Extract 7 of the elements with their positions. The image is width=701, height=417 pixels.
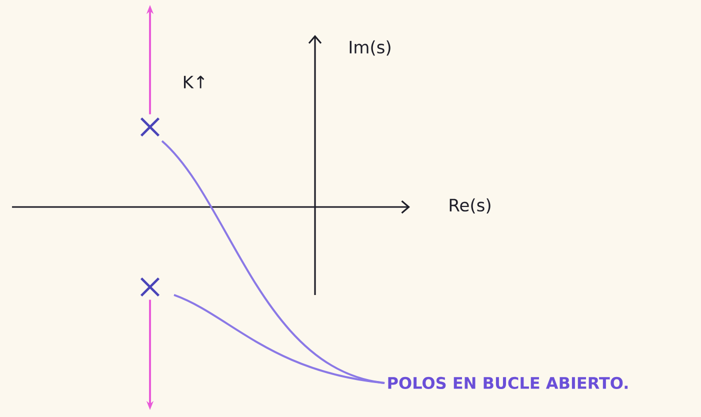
axis-label: Re(s) — [450, 198, 490, 214]
pole-marker — [140, 117, 160, 137]
axis-label: K↑ — [184, 76, 204, 88]
callout-text: POLOS EN BUCLE ABIERTO. — [388, 376, 628, 390]
leader-line — [174, 294, 385, 384]
axis-label: Im(s) — [350, 40, 390, 56]
pole-marker — [140, 277, 160, 297]
